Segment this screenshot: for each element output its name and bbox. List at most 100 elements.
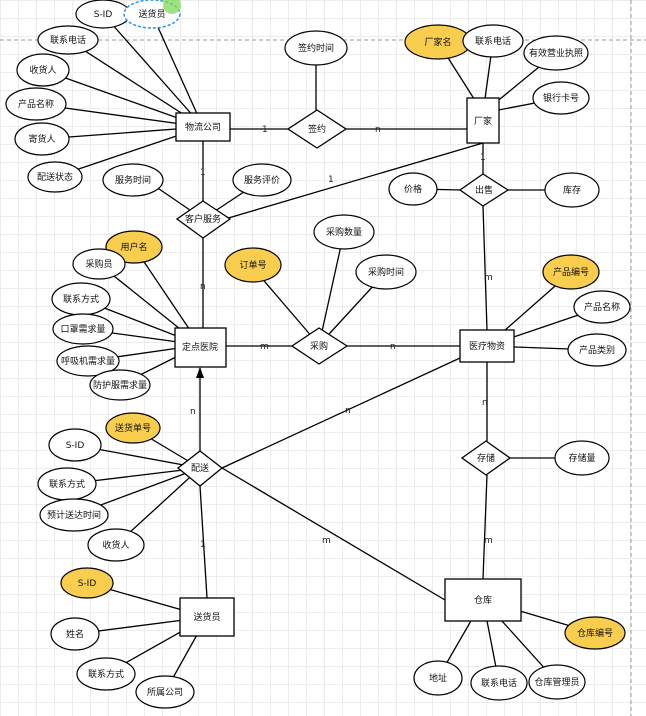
svg-text:存储量: 存储量 bbox=[568, 452, 595, 464]
attr-c-contact[interactable]: 联系方式 bbox=[76, 657, 136, 691]
attr-pur-time[interactable]: 采购时间 bbox=[355, 254, 417, 290]
svg-text:地址: 地址 bbox=[429, 672, 447, 684]
svg-text:送货员: 送货员 bbox=[193, 611, 220, 623]
cardinalities: 1 n 1 1 n 1 m m n n n 1 m n m bbox=[190, 125, 493, 550]
attr-f-name[interactable]: 厂家名 bbox=[404, 24, 472, 60]
attr-f-license[interactable]: 有效营业执照 bbox=[523, 35, 589, 71]
attr-out-price[interactable]: 价格 bbox=[388, 172, 438, 206]
svg-text:有效营业执照: 有效营业执照 bbox=[529, 47, 583, 59]
attr-pur-order[interactable]: 订单号 bbox=[224, 247, 282, 283]
svg-text:采购: 采购 bbox=[310, 340, 328, 352]
svg-text:联系电话: 联系电话 bbox=[475, 35, 511, 47]
attr-h-contact[interactable]: 联系方式 bbox=[51, 282, 111, 316]
svg-text:联系方式: 联系方式 bbox=[63, 293, 99, 305]
svg-text:银行卡号: 银行卡号 bbox=[543, 92, 579, 104]
svg-text:联系电话: 联系电话 bbox=[481, 677, 517, 689]
svg-text:采购员: 采购员 bbox=[85, 258, 112, 270]
relation-purchase[interactable]: 采购 bbox=[290, 327, 349, 365]
svg-text:定点医院: 定点医院 bbox=[182, 341, 218, 353]
arrow-head bbox=[196, 367, 204, 378]
attr-lc-product[interactable]: 产品名称 bbox=[5, 87, 67, 121]
relation-outbound[interactable]: 出售 bbox=[458, 173, 510, 207]
attr-svc-time[interactable]: 服务时间 bbox=[102, 163, 164, 197]
relation-sign[interactable]: 签约 bbox=[286, 109, 348, 149]
attr-s-code[interactable]: 产品编号 bbox=[542, 254, 600, 290]
card-f-svc: 1 bbox=[328, 175, 334, 185]
entity-supply[interactable]: 医疗物资 bbox=[459, 329, 515, 363]
attr-d-sid[interactable]: S-ID bbox=[48, 428, 102, 462]
attr-h-vent[interactable]: 呼吸机需求量 bbox=[56, 345, 120, 377]
card-st-w: m bbox=[484, 536, 493, 546]
attr-lc-status[interactable]: 配送状态 bbox=[27, 161, 83, 193]
attr-sign-time[interactable]: 签约时间 bbox=[284, 30, 348, 66]
attr-w-code[interactable]: 仓库编号 bbox=[564, 616, 626, 650]
entity-courier[interactable]: 送货员 bbox=[179, 597, 235, 637]
attr-d-eta[interactable]: 预计送达时间 bbox=[39, 498, 109, 532]
svg-text:仓库: 仓库 bbox=[474, 594, 492, 606]
relation-delivery[interactable]: 配送 bbox=[176, 450, 224, 487]
attr-pur-qty[interactable]: 采购数量 bbox=[313, 214, 375, 250]
attr-c-name[interactable]: 姓名 bbox=[50, 617, 100, 651]
attr-s-name[interactable]: 产品名称 bbox=[573, 290, 631, 324]
svg-text:服务评价: 服务评价 bbox=[244, 174, 280, 186]
attr-d-no[interactable]: 送货单号 bbox=[105, 412, 161, 444]
card-d-h: n bbox=[190, 407, 196, 417]
svg-text:配送状态: 配送状态 bbox=[37, 171, 73, 183]
attr-w-phone[interactable]: 联系电话 bbox=[470, 665, 528, 701]
relation-service[interactable]: 客户服务 bbox=[175, 200, 232, 239]
svg-text:厂家名: 厂家名 bbox=[424, 36, 451, 48]
attr-f-card[interactable]: 银行卡号 bbox=[532, 81, 590, 115]
svg-text:采购数量: 采购数量 bbox=[326, 226, 362, 238]
relation-storage[interactable]: 存储 bbox=[460, 440, 512, 476]
card-d-w: m bbox=[322, 536, 331, 546]
card-d-c: 1 bbox=[200, 540, 206, 550]
svg-text:S-ID: S-ID bbox=[66, 441, 85, 451]
attr-s-cat[interactable]: 产品类别 bbox=[567, 333, 627, 367]
svg-text:所属公司: 所属公司 bbox=[147, 687, 183, 698]
svg-text:医疗物资: 医疗物资 bbox=[469, 340, 505, 352]
entity-factory[interactable]: 厂家 bbox=[466, 97, 500, 144]
svg-text:联系电话: 联系电话 bbox=[50, 34, 86, 46]
svg-text:采购时间: 采购时间 bbox=[368, 266, 404, 278]
attr-h-mask[interactable]: 口罩需求量 bbox=[52, 313, 114, 345]
attr-d-contact[interactable]: 联系方式 bbox=[37, 467, 97, 501]
attr-h-buyer[interactable]: 采购员 bbox=[72, 248, 126, 280]
svg-text:收货人: 收货人 bbox=[29, 64, 56, 76]
card-lc-sign: 1 bbox=[262, 125, 268, 135]
attr-lc-phone[interactable]: 联系电话 bbox=[37, 25, 99, 55]
entity-logistics[interactable]: 物流公司 bbox=[175, 112, 231, 142]
entity-warehouse[interactable]: 仓库 bbox=[444, 578, 522, 622]
attr-h-suit[interactable]: 防护服需求量 bbox=[89, 369, 151, 401]
entity-hospital[interactable]: 定点医院 bbox=[174, 327, 227, 368]
svg-text:签约: 签约 bbox=[308, 123, 326, 135]
svg-text:S-ID: S-ID bbox=[94, 10, 113, 20]
selection-handle[interactable] bbox=[163, 0, 181, 14]
attr-w-addr[interactable]: 地址 bbox=[413, 660, 463, 696]
attr-lc-sender[interactable]: 寄货人 bbox=[14, 122, 70, 156]
attr-f-phone[interactable]: 联系电话 bbox=[462, 24, 524, 58]
attr-w-admin[interactable]: 仓库管理员 bbox=[528, 664, 586, 700]
svg-text:产品编号: 产品编号 bbox=[553, 266, 589, 278]
svg-text:产品名称: 产品名称 bbox=[18, 98, 54, 110]
svg-text:出售: 出售 bbox=[475, 184, 493, 196]
svg-text:订单号: 订单号 bbox=[239, 259, 266, 271]
svg-text:价格: 价格 bbox=[404, 183, 422, 195]
attr-out-stock[interactable]: 库存 bbox=[544, 172, 600, 208]
svg-text:联系方式: 联系方式 bbox=[49, 478, 85, 490]
attr-c-company[interactable]: 所属公司 bbox=[135, 675, 195, 709]
attr-st-qty[interactable]: 存储量 bbox=[554, 440, 610, 476]
attr-lc-receiver[interactable]: 收货人 bbox=[16, 53, 70, 87]
svg-text:收货人: 收货人 bbox=[102, 539, 129, 551]
svg-text:库存: 库存 bbox=[563, 184, 581, 196]
svg-text:签约时间: 签约时间 bbox=[298, 42, 334, 54]
card-f-out: 1 bbox=[480, 153, 486, 163]
svg-text:预计送达时间: 预计送达时间 bbox=[47, 509, 101, 521]
attr-c-sid[interactable]: S-ID bbox=[60, 567, 114, 599]
svg-text:送货单号: 送货单号 bbox=[115, 422, 151, 434]
attr-svc-rating[interactable]: 服务评价 bbox=[232, 163, 292, 197]
attr-lc-sid[interactable]: S-ID bbox=[75, 0, 131, 29]
svg-text:存储: 存储 bbox=[477, 452, 495, 464]
attr-d-receiver[interactable]: 收货人 bbox=[87, 528, 145, 562]
card-lc-svc: 1 bbox=[200, 168, 206, 178]
